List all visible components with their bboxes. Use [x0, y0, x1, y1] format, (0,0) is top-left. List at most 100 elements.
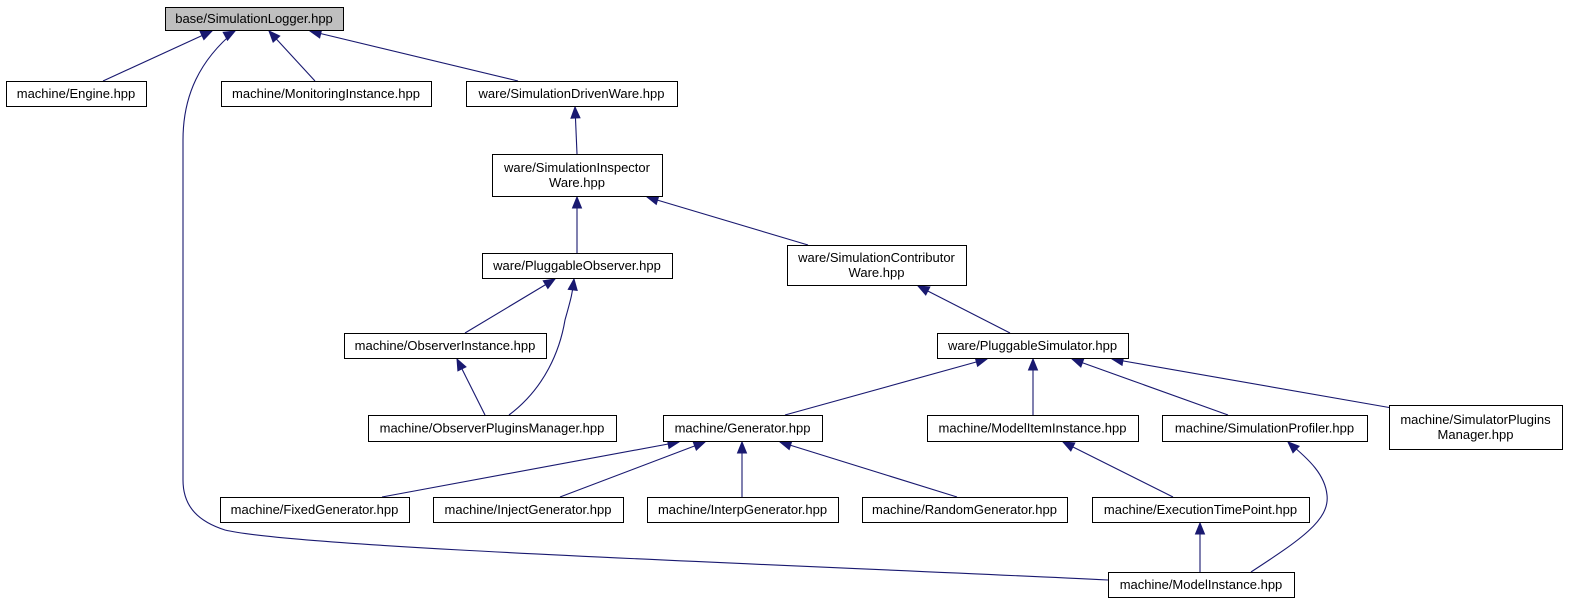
node-modelinstance[interactable]: machine/ModelInstance.hpp — [1108, 572, 1295, 598]
node-interpgen[interactable]: machine/InterpGenerator.hpp — [647, 497, 839, 523]
node-box — [6, 81, 147, 107]
edge-modelinstance-to-profiler — [1250, 441, 1328, 573]
edge-line — [779, 441, 958, 498]
edge-arrowhead — [542, 278, 557, 290]
node-exectime[interactable]: machine/ExecutionTimePoint.hpp — [1092, 497, 1310, 523]
edge-line — [1071, 358, 1229, 416]
edge-arrowhead — [571, 195, 583, 209]
node-label: ware/PluggableObserver.hpp — [492, 258, 661, 273]
edge-arrowhead — [1287, 441, 1300, 454]
node-modelitem[interactable]: machine/ModelItemInstance.hpp — [927, 415, 1139, 442]
edge-simplugins-to-pluggablesim — [1110, 355, 1393, 409]
edge-injectgen-to-generator — [559, 441, 707, 498]
node-box — [433, 497, 624, 523]
node-label: machine/ModelInstance.hpp — [1120, 577, 1283, 592]
node-label: machine/RandomGenerator.hpp — [872, 502, 1057, 517]
edge-arrowhead — [1194, 521, 1206, 535]
edge-arrowhead — [1027, 357, 1039, 371]
edge-monitoring-to-logger — [268, 30, 316, 82]
edge-engine-to-logger — [102, 30, 214, 82]
node-randomgen[interactable]: machine/RandomGenerator.hpp — [862, 497, 1068, 523]
node-label: machine/ObserverPluginsManager.hpp — [380, 421, 605, 436]
node-label: machine/InterpGenerator.hpp — [658, 502, 827, 517]
node-label: Manager.hpp — [1438, 427, 1514, 442]
edge-line — [1111, 358, 1393, 409]
node-injectgen[interactable]: machine/InjectGenerator.hpp — [433, 497, 624, 523]
edge-modelinstance-to-logger — [182, 30, 1109, 581]
edge-arrowhead — [222, 30, 237, 42]
node-box — [368, 415, 617, 442]
edge-profiler-to-pluggablesim — [1070, 357, 1229, 416]
edge-line — [917, 285, 1011, 334]
node-box — [344, 333, 547, 359]
edge-line — [102, 30, 213, 82]
node-label: ware/SimulationDrivenWare.hpp — [478, 86, 665, 101]
node-logger[interactable]: base/SimulationLogger.hpp — [165, 7, 344, 31]
node-label: machine/ModelItemInstance.hpp — [939, 421, 1127, 436]
edge-modelinstance-to-exectime — [1194, 521, 1206, 572]
node-engine[interactable]: machine/Engine.hpp — [6, 81, 147, 107]
node-label: Ware.hpp — [849, 265, 905, 280]
edge-interpgen-to-generator — [736, 440, 748, 497]
edge-inspector-to-simdriven — [570, 105, 581, 155]
node-label: machine/Engine.hpp — [17, 86, 136, 101]
edge-arrowhead — [916, 285, 931, 296]
node-box — [787, 245, 967, 286]
edge-arrowhead — [692, 441, 707, 451]
node-box — [647, 497, 839, 523]
node-profiler[interactable]: machine/SimulationProfiler.hpp — [1162, 415, 1368, 442]
edge-line — [1062, 441, 1174, 498]
node-box — [492, 154, 663, 197]
node-pluggablesim[interactable]: ware/PluggableSimulator.hpp — [937, 333, 1129, 359]
node-box — [1092, 497, 1310, 523]
node-label: machine/Generator.hpp — [675, 421, 811, 436]
node-box — [221, 81, 432, 107]
node-pluggableobs[interactable]: ware/PluggableObserver.hpp — [482, 253, 673, 279]
node-fixedgen[interactable]: machine/FixedGenerator.hpp — [220, 497, 410, 523]
node-box — [220, 497, 410, 523]
edge-modelitem-to-pluggablesim — [1027, 357, 1039, 415]
edge-arrowhead — [456, 357, 467, 372]
edge-arrowhead — [645, 195, 660, 206]
edge-pluggablesim-to-contributor — [916, 285, 1011, 334]
edge-line — [464, 278, 556, 334]
edge-contributor-to-inspector — [645, 195, 809, 246]
node-label: base/SimulationLogger.hpp — [175, 11, 333, 26]
node-simdriven[interactable]: ware/SimulationDrivenWare.hpp — [466, 81, 678, 107]
edge-obsplugins-to-obsinstance — [456, 357, 486, 416]
edge-arrowhead — [778, 440, 793, 451]
edge-generator-to-pluggablesim — [784, 357, 989, 416]
edge-line — [784, 358, 988, 416]
edge-obsplugins-to-pluggableobs — [508, 277, 578, 416]
node-box — [937, 333, 1129, 359]
edge-line — [1250, 441, 1328, 573]
node-label: machine/MonitoringInstance.hpp — [232, 86, 420, 101]
nodes-layer: base/SimulationLogger.hpp machine/Engine.… — [6, 7, 1563, 598]
node-box — [1389, 405, 1563, 450]
edge-line — [559, 441, 706, 498]
edge-line — [381, 441, 680, 498]
node-label: ware/SimulationInspector — [503, 160, 651, 175]
node-obsinstance[interactable]: machine/ObserverInstance.hpp — [344, 333, 547, 359]
node-generator[interactable]: machine/Generator.hpp — [663, 415, 823, 442]
edge-arrowhead — [736, 440, 748, 454]
edge-arrowhead — [268, 30, 281, 44]
edge-line — [309, 30, 519, 82]
edge-simdriven-to-logger — [308, 28, 519, 82]
node-box — [466, 81, 678, 107]
node-box — [165, 7, 344, 31]
node-box — [663, 415, 823, 442]
node-monitoring[interactable]: machine/MonitoringInstance.hpp — [221, 81, 432, 107]
edge-pluggableobs-to-inspector — [571, 195, 583, 253]
edge-randomgen-to-generator — [778, 440, 958, 498]
node-label: machine/SimulatorPlugins — [1400, 412, 1551, 427]
node-label: machine/InjectGenerator.hpp — [445, 502, 612, 517]
node-label: ware/PluggableSimulator.hpp — [947, 338, 1117, 353]
edge-line — [182, 30, 1109, 581]
node-label: ware/SimulationContributor — [797, 250, 955, 265]
node-obsplugins[interactable]: machine/ObserverPluginsManager.hpp — [368, 415, 617, 442]
